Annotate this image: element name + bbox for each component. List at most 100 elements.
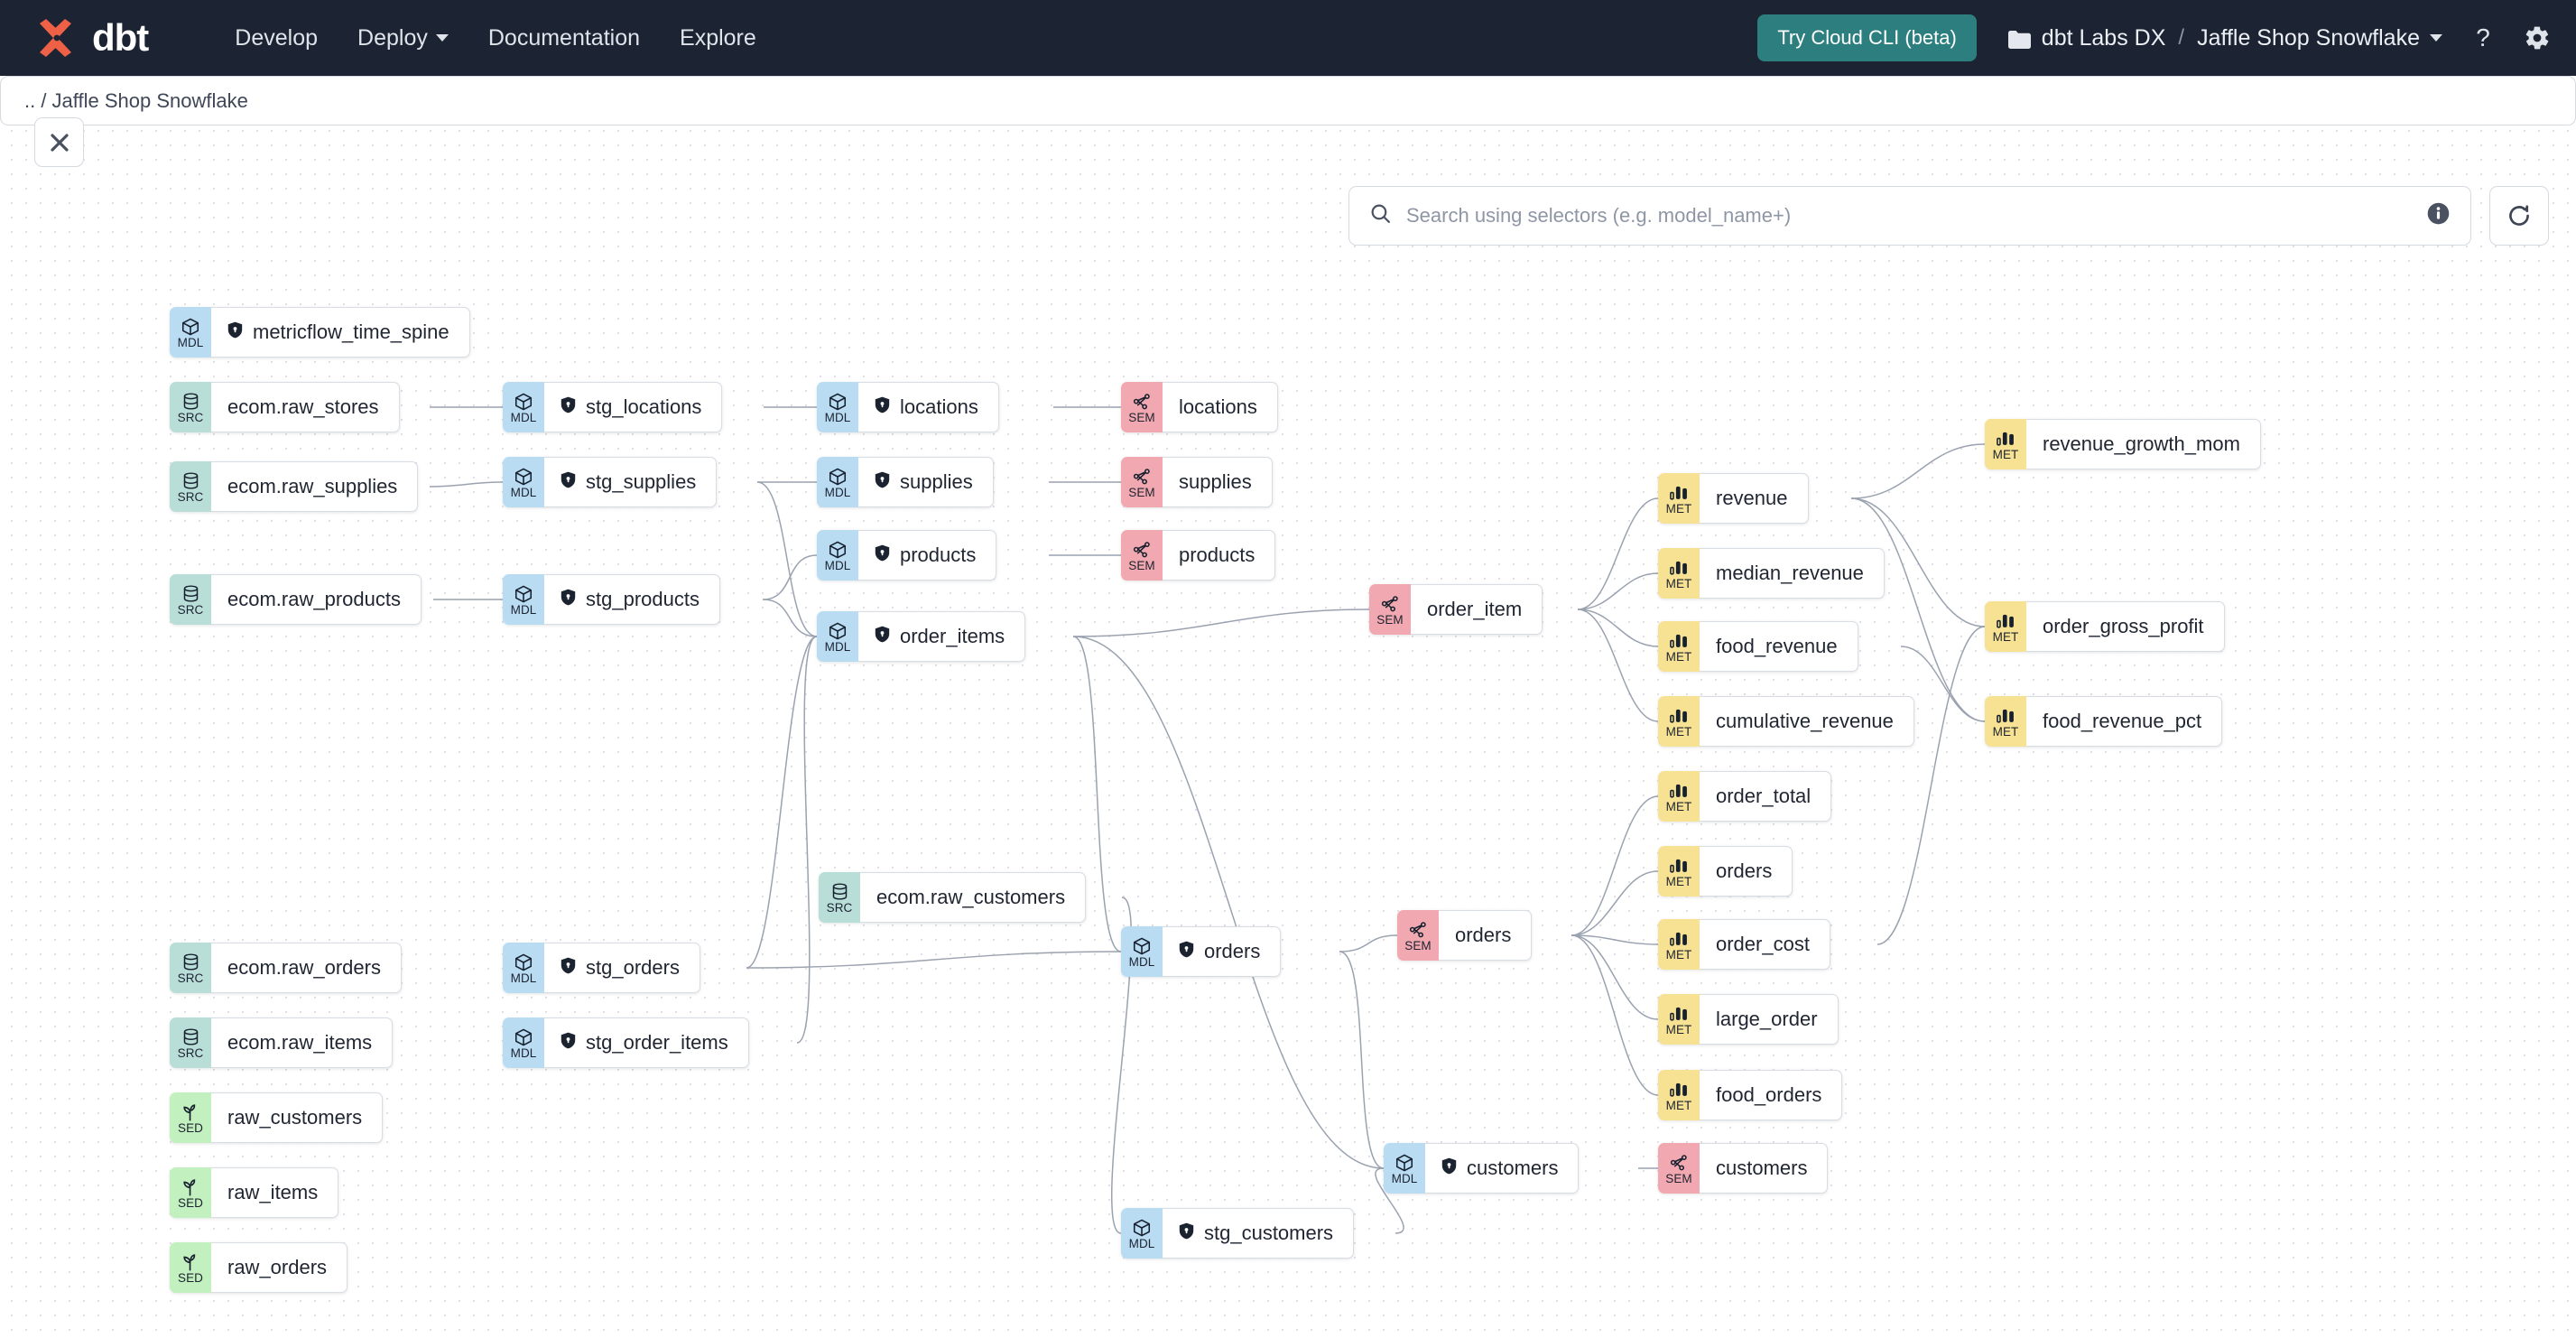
- node-body: revenue: [1700, 473, 1809, 524]
- node-body: metricflow_time_spine: [211, 307, 470, 358]
- graph-node-mdl_order_items[interactable]: MDL order_items: [817, 611, 1073, 662]
- node-label: metricflow_time_spine: [253, 321, 449, 343]
- node-body: raw_items: [211, 1167, 339, 1218]
- nav-link-explore-label: Explore: [680, 24, 756, 51]
- lineage-edge: [1850, 497, 1986, 722]
- node-type-label: SRC: [177, 971, 204, 985]
- graph-node-src_raw_supplies[interactable]: SRC ecom.raw_supplies: [170, 461, 430, 512]
- help-icon[interactable]: ?: [2469, 24, 2497, 51]
- node-type-label: MET: [1665, 576, 1692, 590]
- lineage-edge: [1072, 636, 1385, 1169]
- graph-node-met_revenue_growth_mom[interactable]: MET revenue_growth_mom: [1985, 419, 2289, 469]
- node-label: raw_items: [227, 1181, 319, 1203]
- nav-link-documentation[interactable]: Documentation: [468, 16, 660, 60]
- network-graph-icon: [1132, 392, 1152, 412]
- node-type-label: MDL: [510, 602, 537, 617]
- node-type-label: MET: [1992, 629, 2019, 644]
- node-type-badge-mdl: MDL: [503, 574, 544, 625]
- dbt-logo-icon: [32, 14, 83, 61]
- bar-chart-icon: [1669, 558, 1689, 578]
- account-name[interactable]: dbt Labs DX: [2041, 24, 2166, 51]
- node-label: orders: [1455, 924, 1512, 946]
- node-type-badge-met: MET: [1985, 419, 2026, 469]
- node-label: revenue_growth_mom: [2043, 432, 2240, 455]
- node-label: raw_orders: [227, 1256, 328, 1278]
- graph-node-met_order_gross_profit[interactable]: MET order_gross_profit: [1985, 601, 2270, 652]
- search-input[interactable]: [1406, 204, 2412, 228]
- gear-icon[interactable]: [2524, 24, 2551, 51]
- dbt-logo[interactable]: dbt: [32, 14, 149, 61]
- node-type-label: SEM: [1128, 558, 1155, 572]
- node-type-label: MET: [1665, 874, 1692, 888]
- info-icon[interactable]: [2426, 201, 2451, 230]
- cube-icon: [1132, 936, 1152, 956]
- private-shield-icon: [561, 396, 576, 418]
- node-type-badge-met: MET: [1658, 919, 1700, 970]
- nav-link-deploy[interactable]: Deploy: [338, 16, 468, 60]
- refresh-button[interactable]: [2489, 186, 2549, 246]
- search-box[interactable]: [1348, 186, 2471, 246]
- node-type-label: MDL: [824, 639, 851, 654]
- node-label: order_gross_profit: [2043, 615, 2204, 637]
- node-type-label: MDL: [1128, 1236, 1155, 1250]
- nav-link-explore[interactable]: Explore: [660, 16, 776, 60]
- node-type-badge-met: MET: [1658, 548, 1700, 599]
- node-type-badge-met: MET: [1658, 1070, 1700, 1120]
- node-type-badge-met: MET: [1658, 696, 1700, 747]
- node-type-label: SRC: [177, 489, 204, 504]
- cube-icon: [828, 621, 848, 641]
- node-body: food_revenue_pct: [2026, 696, 2223, 747]
- brand-name: dbt: [92, 16, 149, 59]
- bar-chart-icon: [1669, 781, 1689, 801]
- project-selector[interactable]: Jaffle Shop Snowflake: [2197, 25, 2442, 51]
- search-icon: [1369, 202, 1392, 229]
- node-type-label: MDL: [1391, 1171, 1418, 1185]
- try-cloud-cli-button[interactable]: Try Cloud CLI (beta): [1757, 14, 1977, 61]
- node-label: order_items: [900, 625, 1005, 647]
- lineage-edge: [762, 554, 818, 600]
- database-icon: [181, 952, 200, 972]
- node-body: customers: [1700, 1143, 1829, 1194]
- nav-link-develop[interactable]: Develop: [215, 16, 338, 60]
- graph-breadcrumb[interactable]: .. / Jaffle Shop Snowflake: [0, 76, 2576, 125]
- close-button[interactable]: [34, 117, 84, 167]
- node-body: ecom.raw_supplies: [211, 461, 419, 512]
